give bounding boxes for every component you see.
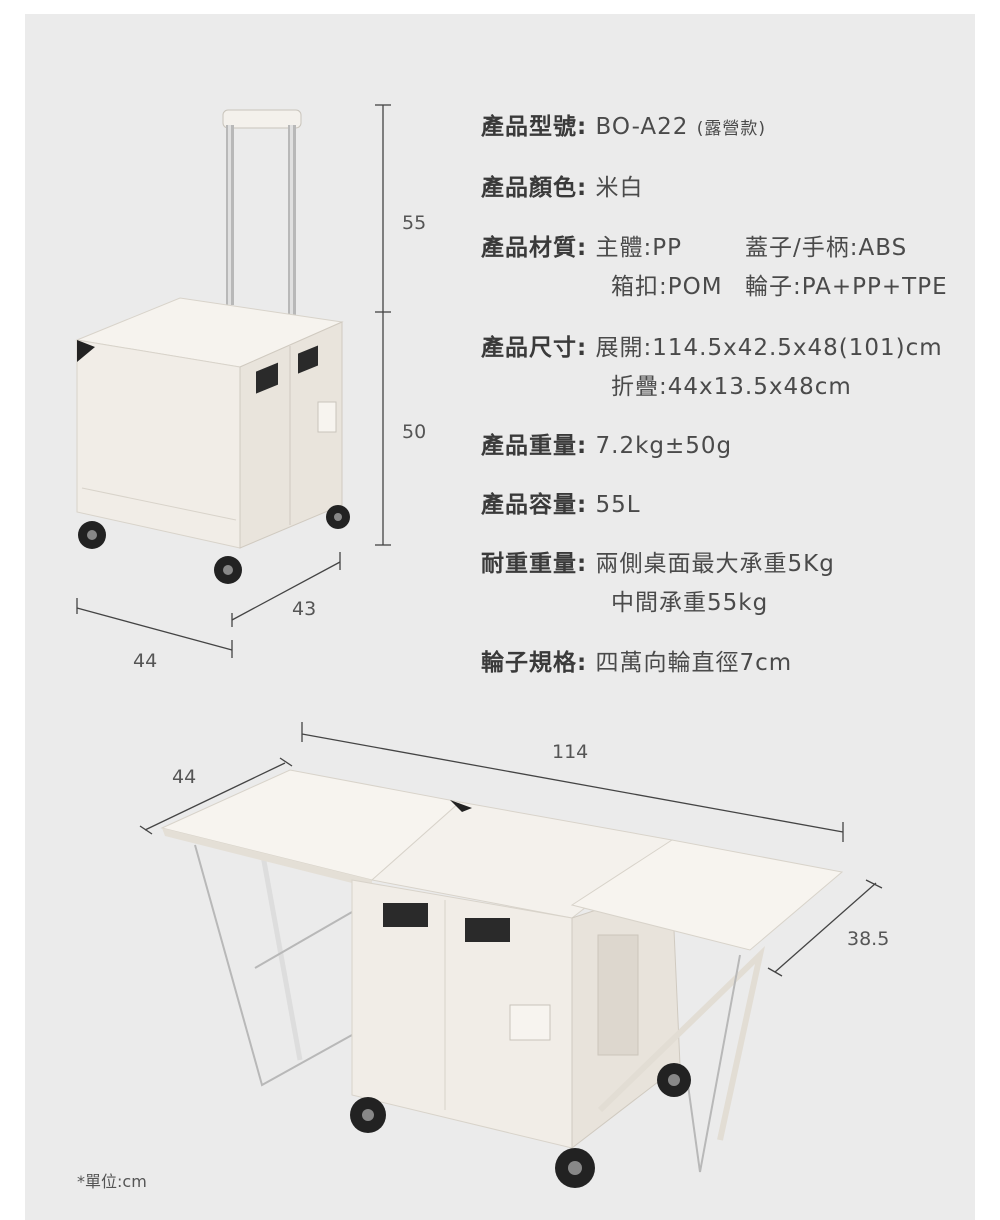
spec-load-tables: 兩側桌面最大承重5Kg <box>595 551 835 577</box>
spec-material-buckle: 箱扣:POM <box>611 274 723 300</box>
box-height-label: 50 <box>402 421 427 443</box>
open-length-label: 114 <box>552 741 589 763</box>
open-length-dimension-line <box>301 722 844 842</box>
open-width-dimension-line <box>139 757 293 835</box>
spec-load: 耐重重量: 兩側桌面最大承重5Kg <box>481 544 835 578</box>
spec-size-folded: 折疊:44x13.5x48cm <box>611 374 852 400</box>
spec-color-label: 產品顏色: <box>481 175 588 201</box>
spec-weight-label: 產品重量: <box>481 433 588 459</box>
spec-capacity: 產品容量: 55L <box>481 485 641 519</box>
spec-wheels-label: 輪子規格: <box>481 650 588 676</box>
spec-material-body: 主體:PP <box>595 235 683 261</box>
closed-cart-image <box>75 109 350 584</box>
spec-wheels: 輪子規格: 四萬向輪直徑7cm <box>481 643 792 677</box>
depth-dimension-line <box>231 552 341 627</box>
spec-material-lid: 蓋子/手柄:ABS <box>745 235 908 261</box>
spec-size-open: 展開:114.5x42.5x48(101)cm <box>595 335 943 361</box>
unit-note: *單位:cm <box>77 1172 147 1191</box>
table-depth-dimension-line <box>767 879 883 977</box>
spec-size: 產品尺寸: 展開:114.5x42.5x48(101)cm <box>481 328 943 362</box>
spec-color: 產品顏色: 米白 <box>481 168 644 202</box>
spec-capacity-label: 產品容量: <box>481 492 588 518</box>
spec-weight-value: 7.2kg±50g <box>595 433 733 459</box>
spec-material-wheel: 輪子:PA+PP+TPE <box>745 274 948 300</box>
spec-model-note: (露營款) <box>696 119 767 139</box>
open-width-label: 44 <box>172 766 197 788</box>
spec-material-label: 產品材質: <box>481 235 588 261</box>
width-label: 44 <box>133 650 158 672</box>
spec-load-label: 耐重重量: <box>481 551 588 577</box>
spec-color-value: 米白 <box>595 175 644 201</box>
spec-size-label: 產品尺寸: <box>481 335 588 361</box>
spec-model-value: BO-A22 <box>595 114 689 140</box>
table-depth-label: 38.5 <box>847 928 890 950</box>
spec-weight: 產品重量: 7.2kg±50g <box>481 426 732 460</box>
spec-load-center: 中間承重55kg <box>611 590 769 616</box>
spec-material: 產品材質: 主體:PP <box>481 228 682 262</box>
handle-height-label: 55 <box>402 212 427 234</box>
spec-capacity-value: 55L <box>595 492 641 518</box>
height-dimension-lines <box>375 104 391 546</box>
open-table-cart-image <box>160 769 844 1188</box>
width-dimension-line <box>76 598 233 658</box>
spec-wheels-value: 四萬向輪直徑7cm <box>595 650 793 676</box>
depth-label: 43 <box>292 598 317 620</box>
spec-model: 產品型號: BO-A22 (露營款) <box>481 107 766 141</box>
spec-model-label: 產品型號: <box>481 114 588 140</box>
